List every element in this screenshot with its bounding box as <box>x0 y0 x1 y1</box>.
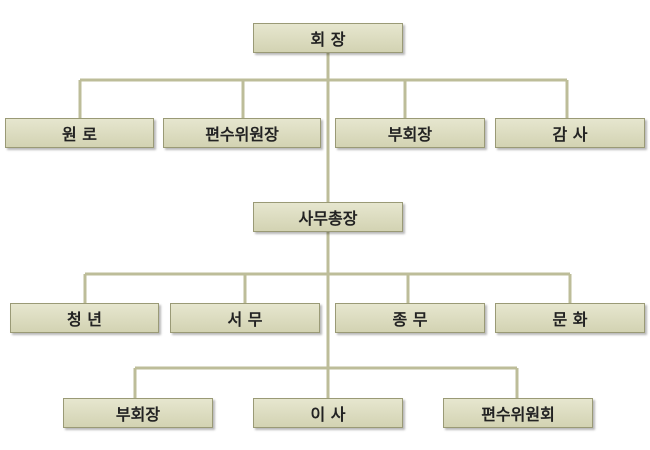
node-label: 문 화 <box>552 310 588 329</box>
node-label: 부회장 <box>115 405 161 424</box>
node-label: 원 로 <box>61 125 97 144</box>
node-president: 회 장 <box>253 23 403 53</box>
node-auditor: 감 사 <box>495 118 645 148</box>
node-youth: 청 년 <box>10 303 159 333</box>
node-label: 청 년 <box>66 310 102 329</box>
node-vice-president: 부회장 <box>335 118 485 148</box>
node-director: 이 사 <box>253 398 403 428</box>
node-general-affairs: 서 무 <box>170 303 320 333</box>
node-elder: 원 로 <box>5 118 154 148</box>
node-secretary-general: 사무총장 <box>253 202 403 232</box>
node-label: 종 무 <box>392 310 428 329</box>
node-label: 부회장 <box>387 125 433 144</box>
node-label: 회 장 <box>310 30 346 49</box>
node-label: 감 사 <box>552 125 588 144</box>
node-label: 사무총장 <box>298 209 358 228</box>
node-editorial-committee-chair: 편수위원장 <box>163 118 321 148</box>
node-label: 편수위원회 <box>481 405 555 424</box>
node-label: 이 사 <box>310 405 346 424</box>
node-label: 편수위원장 <box>205 125 279 144</box>
node-editorial-committee: 편수위원회 <box>443 398 593 428</box>
node-vice-president-lower: 부회장 <box>63 398 213 428</box>
node-religious-affairs: 종 무 <box>335 303 485 333</box>
node-culture: 문 화 <box>495 303 645 333</box>
node-label: 서 무 <box>227 310 263 329</box>
